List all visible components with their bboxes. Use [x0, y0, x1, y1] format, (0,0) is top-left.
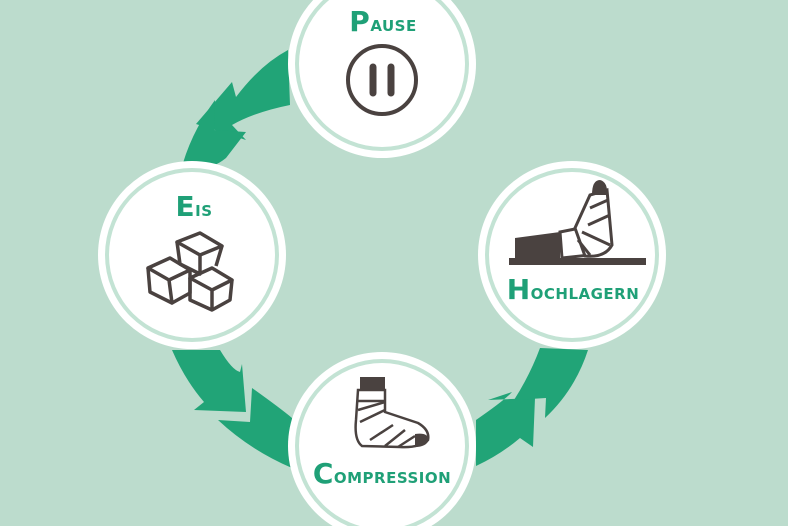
pause-icon — [346, 44, 418, 116]
compression-bandage-foot-icon — [354, 377, 430, 449]
step-initial: P — [349, 5, 371, 38]
arrow-pause-to-eis-2 — [183, 100, 246, 168]
step-label-eis: EIS — [175, 190, 212, 223]
arrow-pause-to-eis — [196, 50, 290, 140]
step-label-hochlagern: HOCHLAGERN — [507, 273, 640, 306]
arrow-eis-to-compression — [172, 350, 246, 412]
circle-pause — [288, 0, 476, 158]
step-initial: E — [175, 190, 196, 223]
step-initial: C — [312, 457, 334, 490]
step-initial: H — [506, 273, 531, 306]
step-rest: IS — [195, 202, 213, 220]
ice-cubes-icon — [146, 231, 234, 312]
arrow-compression-to-hochlagern — [476, 392, 535, 466]
arrow-compression-to-hochlagern-2 — [514, 348, 588, 418]
step-rest: AUSE — [370, 17, 417, 35]
circle-eis — [98, 161, 286, 349]
elevated-leg-icon — [509, 180, 646, 265]
step-label-compression: COMPRESSION — [313, 457, 451, 490]
step-label-pause: PAUSE — [349, 5, 416, 38]
arrow-eis-to-compression-2 — [218, 388, 292, 468]
step-rest: OMPRESSION — [333, 469, 452, 487]
step-rest: OCHLAGERN — [530, 285, 640, 303]
